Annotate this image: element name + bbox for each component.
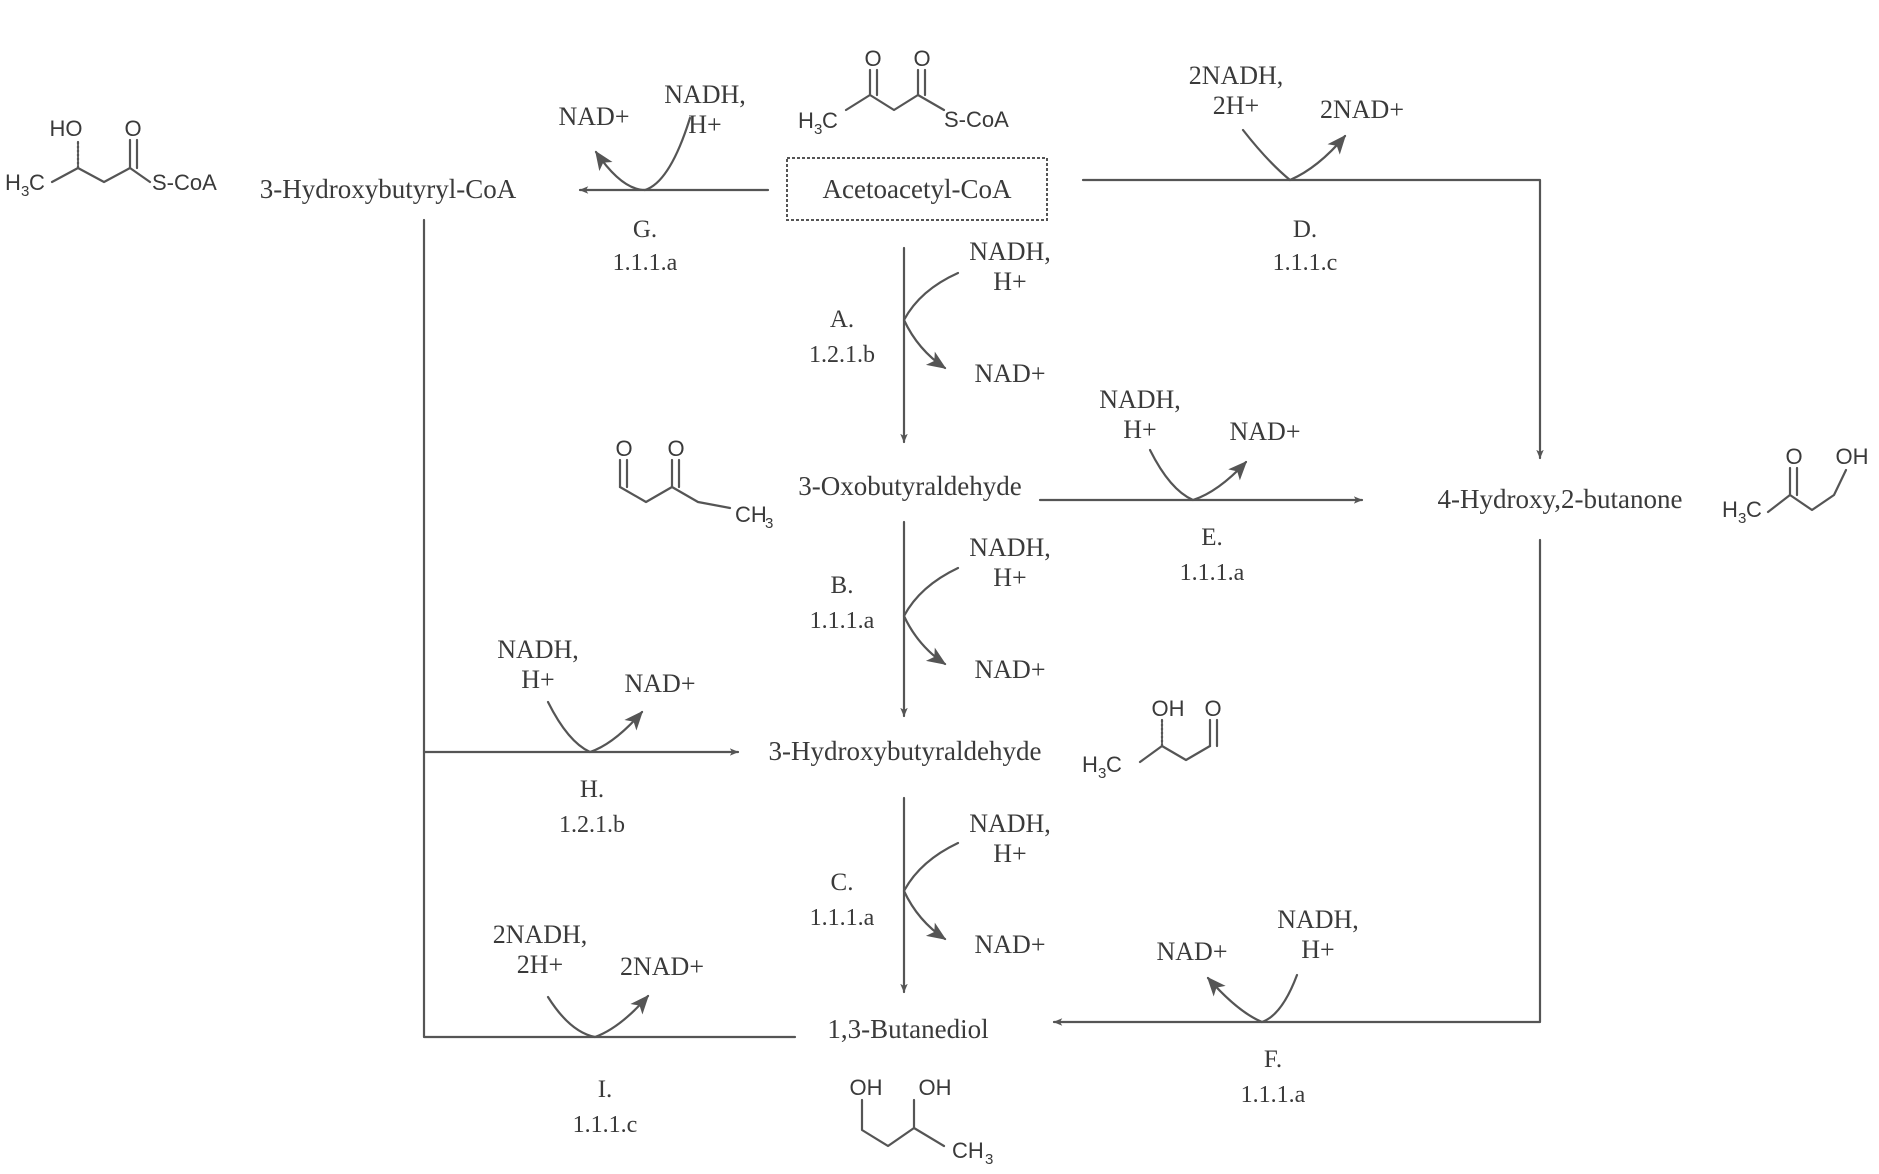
svg-text:H: H [1722,497,1738,522]
cofactor-e-nad: NAD+ [1230,417,1301,446]
cofactor-e-nadh: NADH, [1099,385,1181,414]
reaction-c-letter: C. [831,869,854,896]
hydroxybutanone-label: 4-Hydroxy,2-butanone [1438,484,1683,514]
cofactor-arrow-h [548,702,642,752]
svg-text:OH: OH [1152,696,1185,721]
svg-text:C: C [1106,752,1122,777]
hydroxybutyryl-coa-structure: HO O H 3 C S-CoA [5,116,217,200]
cofactor-i-2nadh: 2NADH, [493,920,588,949]
svg-text:3: 3 [765,515,773,532]
svg-text:OH: OH [1836,444,1869,469]
hydroxybutyryl-coa-label: 3-Hydroxybutyryl-CoA [260,174,517,204]
svg-text:O: O [1204,696,1221,721]
cofactor-arrow-d [1243,130,1345,180]
svg-text:H: H [798,108,814,133]
svg-text:H: H [5,170,21,195]
cofactor-g-nad: NAD+ [559,102,630,131]
cofactor-i-2h: 2H+ [517,950,563,979]
svg-text:O: O [864,46,881,71]
reaction-e-letter: E. [1201,524,1223,551]
cofactor-b-nad: NAD+ [975,655,1046,684]
cofactor-e-h: H+ [1123,415,1156,444]
reaction-g-ec: 1.1.1.a [613,250,678,276]
hydroxybutanone-structure: O OH H 3 C [1722,444,1869,527]
cofactor-b-h: H+ [993,563,1026,592]
reaction-d-letter: D. [1293,216,1317,243]
hydroxybutyraldehyde-structure: OH O H 3 C [1082,696,1222,782]
svg-text:C: C [822,108,838,133]
pathway-lines [424,180,1540,1037]
svg-text:O: O [1785,444,1802,469]
reaction-h-letter: H. [580,776,604,803]
oxobutyraldehyde-label: 3-Oxobutyraldehyde [798,471,1021,501]
svg-text:CH: CH [735,502,767,527]
arrow-i [424,752,795,1037]
svg-text:O: O [615,436,632,461]
reaction-a-letter: A. [830,306,854,333]
reaction-h-ec: 1.2.1.b [559,812,625,838]
cofactor-c-nadh: NADH, [969,809,1051,838]
svg-text:CH: CH [952,1138,984,1163]
arrow-f [1054,540,1540,1022]
cofactor-g-h: H+ [688,110,721,139]
cofactor-d-2h: 2H+ [1213,91,1259,120]
svg-text:C: C [29,170,45,195]
cofactor-f-nad: NAD+ [1157,937,1228,966]
svg-text:S-CoA: S-CoA [944,107,1009,132]
svg-text:O: O [124,116,141,141]
cofactor-i-2nad: 2NAD+ [620,952,704,981]
cofactor-d-2nad: 2NAD+ [1320,95,1404,124]
svg-text:O: O [913,46,930,71]
cofactor-f-h: H+ [1301,935,1334,964]
svg-text:S-CoA: S-CoA [152,170,217,195]
butanediol-label: 1,3-Butanediol [827,1014,988,1044]
reaction-i-letter: I. [598,1076,613,1103]
reaction-f-letter: F. [1264,1046,1282,1073]
acetoacetyl-coa-label: Acetoacetyl-CoA [823,174,1012,204]
svg-text:OH: OH [850,1075,883,1100]
reaction-f-ec: 1.1.1.a [1241,1082,1306,1108]
cofactor-b-nadh: NADH, [969,533,1051,562]
reaction-b-letter: B. [831,572,854,599]
cofactor-a-nad: NAD+ [975,359,1046,388]
cofactor-a-nadh: NADH, [969,237,1051,266]
cofactor-d-2nadh: 2NADH, [1189,61,1284,90]
cofactor-arrow-b [904,568,958,664]
svg-text:H: H [1082,752,1098,777]
hydroxybutyraldehyde-label: 3-Hydroxybutyraldehyde [769,736,1042,766]
svg-text:O: O [667,436,684,461]
cofactor-arrow-c [904,843,958,939]
cofactor-arrow-i [548,996,648,1037]
cofactor-h-nad: NAD+ [625,669,696,698]
butanediol-structure: OH OH CH 3 [850,1075,994,1168]
reaction-c-ec: 1.1.1.a [810,905,875,931]
cofactor-c-nad: NAD+ [975,930,1046,959]
cofactor-a-h: H+ [993,267,1026,296]
reaction-e-ec: 1.1.1.a [1180,560,1245,586]
cofactor-g-nadh: NADH, [664,80,746,109]
reaction-b-ec: 1.1.1.a [810,608,875,634]
acetoacetyl-coa-structure: O O H 3 C S-CoA [798,46,1009,138]
reaction-i-ec: 1.1.1.c [573,1112,638,1138]
cofactor-c-h: H+ [993,839,1026,868]
cofactor-arrow-f [1208,975,1297,1022]
cofactor-h-h: H+ [521,665,554,694]
cofactor-f-nadh: NADH, [1277,905,1359,934]
reaction-d-ec: 1.1.1.c [1273,250,1338,276]
reaction-a-ec: 1.2.1.b [809,342,875,368]
cofactor-h-nadh: NADH, [497,635,579,664]
cofactor-arrow-a [904,273,958,368]
reaction-g-letter: G. [633,216,657,243]
svg-text:OH: OH [919,1075,952,1100]
oxobutyraldehyde-structure: O O CH 3 [615,436,773,532]
svg-text:3: 3 [985,1151,993,1168]
cofactor-arrow-e [1150,450,1246,500]
svg-text:C: C [1746,497,1762,522]
svg-text:HO: HO [50,116,83,141]
